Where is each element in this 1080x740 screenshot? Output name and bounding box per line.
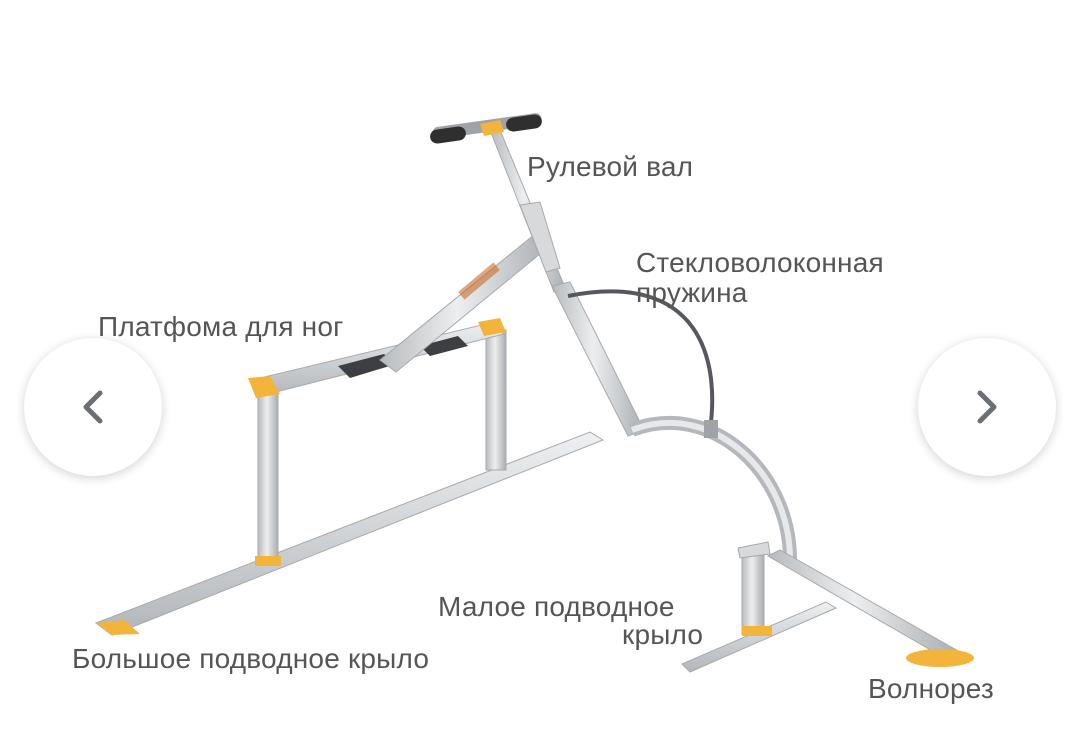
small-hydrofoil [681, 541, 838, 673]
carousel-prev-button[interactable] [24, 338, 162, 476]
chevron-right-icon [977, 390, 997, 424]
chevron-left-icon [83, 390, 103, 424]
label-fiberglass-spring-line1: Стекловолоконная [636, 247, 884, 278]
wave-breaker [766, 549, 974, 667]
label-large-hydrofoil: Большое подводное крыло [72, 643, 430, 674]
carousel-next-button[interactable] [918, 338, 1056, 476]
label-steering-shaft: Рулевой вал [527, 151, 694, 182]
bike-frame [379, 229, 553, 373]
large-hydrofoil [94, 431, 605, 636]
fiberglass-spring [567, 289, 797, 561]
label-foot-platform: Платфома для ног [98, 311, 344, 342]
label-fiberglass-spring-line2: пружина [636, 277, 748, 308]
label-small-hydrofoil-line1: Малое подводное [438, 591, 675, 622]
label-small-hydrofoil-line2: крыло [622, 619, 704, 650]
steering-shaft [430, 113, 645, 437]
foot-platform-frame [248, 318, 507, 566]
label-wave-breaker: Волнорез [868, 673, 994, 704]
